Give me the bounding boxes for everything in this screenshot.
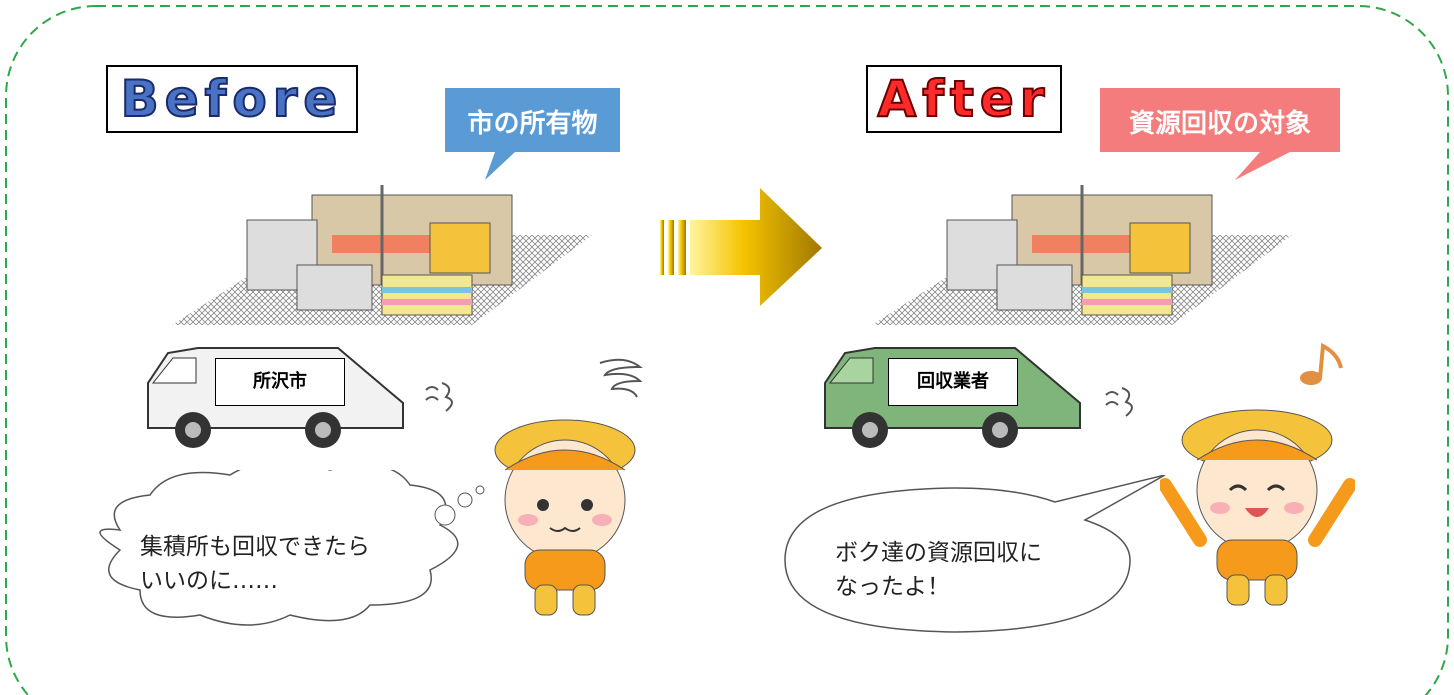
after-speech: ボク達の資源回収に なったよ！: [835, 536, 1042, 604]
after-truck-label: 回収業者: [888, 358, 1018, 406]
after-speech-line1: ボク達の資源回収に: [835, 540, 1042, 566]
before-truck-label: 所沢市: [215, 358, 345, 406]
after-callout-text: 資源回収の対象: [1128, 109, 1311, 139]
exhaust-puff-icon: [425, 382, 453, 412]
before-callout-shape: [445, 88, 620, 180]
before-title: Before: [106, 65, 358, 133]
right-arrow: [660, 188, 822, 306]
before-mascot: [494, 419, 636, 616]
before-title-text: Before: [120, 69, 344, 129]
after-mascot: [1160, 409, 1355, 606]
before-waste-pile: [172, 185, 592, 325]
before-speech-line1: 集積所も回収できたら: [140, 534, 370, 560]
after-waste-pile: [872, 185, 1292, 325]
before-thought-cloud: [99, 470, 485, 626]
exhaust-puff-icon: [1105, 387, 1133, 417]
after-speech-line2: なったよ！: [835, 574, 950, 600]
after-speech-bubble: [784, 475, 1166, 633]
worry-swirl-icon: [599, 358, 643, 398]
before-speech-line2: いいのに……: [140, 568, 278, 594]
music-note-icon: [1300, 342, 1343, 385]
before-callout-text: 市の所有物: [467, 109, 598, 139]
before-speech: 集積所も回収できたら いいのに……: [140, 530, 370, 598]
after-callout-shape: [1100, 88, 1340, 180]
after-title-text: After: [877, 69, 1051, 129]
after-title: After: [866, 65, 1062, 133]
